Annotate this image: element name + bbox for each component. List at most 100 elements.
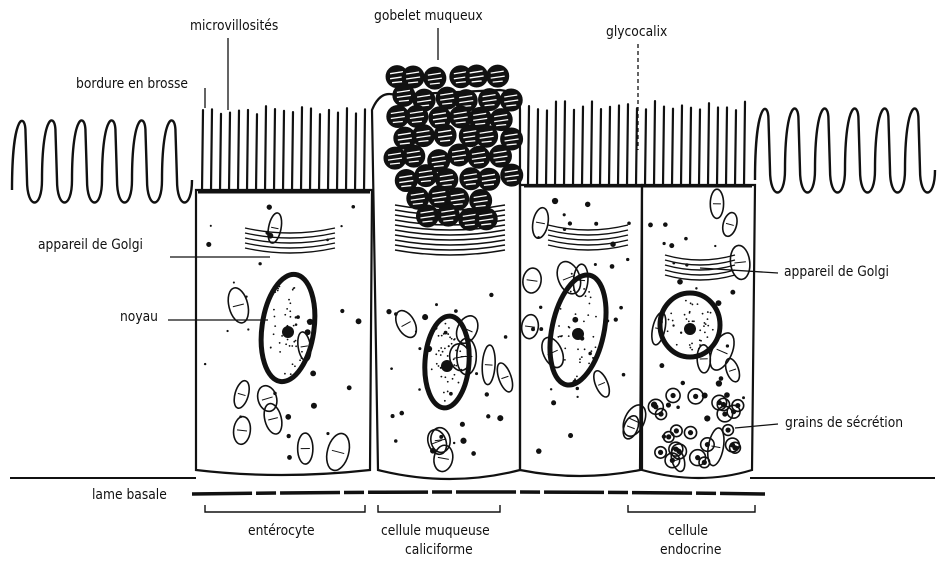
- chromatin: [447, 381, 449, 383]
- mitochondrion-crista: [301, 346, 308, 347]
- chromatin: [698, 348, 700, 350]
- chromatin: [703, 325, 705, 327]
- golgi-cisterna: [245, 248, 335, 253]
- mucus-droplet: [436, 87, 458, 109]
- golgi-cisterna: [245, 233, 335, 238]
- granule: [684, 237, 688, 241]
- leader-golgi-right: [700, 268, 778, 273]
- chromatin: [286, 308, 288, 310]
- chromatin: [590, 297, 592, 299]
- label-microvillosites: microvillosités: [190, 18, 278, 34]
- granule: [552, 198, 558, 204]
- mitochondrion-crista: [268, 418, 278, 420]
- granule: [471, 451, 476, 456]
- chromatin: [289, 302, 291, 304]
- chromatin: [700, 340, 702, 342]
- mucus-droplet: [487, 65, 509, 87]
- label-glycocalix: glycocalix: [606, 24, 667, 40]
- chromatin: [591, 350, 593, 352]
- microvillus: [645, 109, 646, 186]
- nucleolus: [282, 326, 294, 338]
- mucus-droplet: [415, 165, 437, 187]
- secretion-grain-core: [666, 434, 671, 439]
- chromatin: [707, 311, 709, 313]
- granule: [677, 279, 683, 285]
- villus-fold: [755, 108, 935, 192]
- golgi-cisterna: [245, 243, 335, 248]
- granule: [340, 225, 342, 227]
- chromatin: [284, 314, 286, 316]
- chromatin: [307, 320, 309, 322]
- chromatin: [592, 358, 594, 360]
- chromatin: [284, 373, 286, 375]
- granule: [415, 330, 417, 332]
- secretion-grain-core: [658, 411, 663, 416]
- mitochondrion-crista: [438, 457, 449, 459]
- chromatin: [448, 327, 450, 329]
- chromatin: [667, 330, 669, 332]
- mucus-droplet: [475, 208, 497, 230]
- chromatin: [690, 302, 692, 304]
- microvillus: [256, 114, 257, 192]
- microvillus: [283, 111, 284, 192]
- chromatin: [689, 312, 691, 314]
- granule: [626, 258, 629, 261]
- mitochondrion-crista: [454, 356, 466, 358]
- granule: [610, 264, 615, 269]
- chromatin: [564, 359, 566, 361]
- granule: [622, 373, 626, 377]
- chromatin: [289, 310, 291, 312]
- microvillus: [591, 101, 592, 186]
- chromatin: [441, 335, 443, 337]
- chromatin: [459, 350, 461, 352]
- granule: [430, 448, 436, 454]
- chromatin: [438, 365, 440, 367]
- microvillus: [346, 108, 347, 192]
- chromatin: [277, 288, 279, 290]
- chromatin: [688, 321, 690, 323]
- chromatin: [301, 357, 303, 359]
- mitochondrion-crista: [525, 326, 535, 327]
- chromatin: [279, 286, 281, 288]
- chromatin: [588, 362, 590, 364]
- microvillus: [681, 106, 682, 186]
- cell-organelles: [204, 189, 752, 473]
- chromatin: [287, 339, 289, 341]
- chromatin: [274, 325, 276, 327]
- chromatin: [558, 325, 560, 327]
- microvillus: [699, 109, 700, 186]
- microvillus: [663, 107, 664, 186]
- chromatin: [692, 320, 694, 322]
- granule: [714, 245, 716, 247]
- granule: [460, 422, 465, 427]
- mucus-droplet: [501, 164, 523, 186]
- chromatin: [574, 378, 576, 380]
- mucus-droplet: [466, 65, 488, 87]
- chromatin: [576, 294, 578, 296]
- microvillus: [238, 111, 239, 192]
- chromatin: [274, 291, 276, 293]
- granule: [662, 242, 665, 245]
- chromatin: [691, 343, 693, 345]
- chromatin: [595, 316, 597, 318]
- chromatin: [685, 300, 687, 302]
- granule: [486, 414, 490, 418]
- golgi-cisterna: [395, 230, 505, 235]
- granule: [536, 448, 542, 454]
- villus-fold: [12, 120, 192, 202]
- granule: [719, 376, 724, 381]
- chromatin: [443, 333, 445, 335]
- mitochondrion-crista: [734, 262, 745, 263]
- mucus-droplet: [424, 67, 446, 89]
- chromatin: [565, 291, 567, 293]
- secretion-grain-core: [731, 409, 736, 414]
- chromatin: [289, 345, 291, 347]
- nucleolus: [572, 328, 584, 340]
- villus-outline-left: [12, 120, 192, 202]
- granule: [386, 309, 391, 314]
- granule: [551, 400, 556, 405]
- granule: [568, 221, 572, 225]
- golgi-cisterna: [548, 235, 628, 240]
- granule: [568, 433, 573, 438]
